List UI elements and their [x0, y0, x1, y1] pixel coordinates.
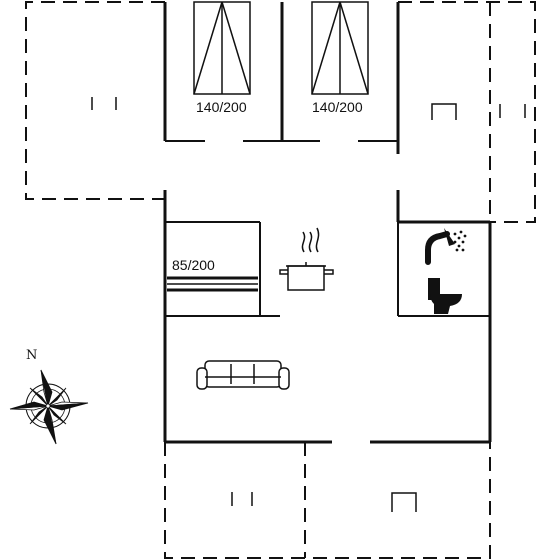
- double-bed-2: 140/200: [311, 1, 369, 115]
- single-bed: 85/200: [167, 257, 258, 292]
- toilet-icon: [428, 278, 462, 314]
- window-marker-icon: [391, 492, 417, 512]
- compass-rose-icon: [9, 369, 89, 445]
- north-label: N: [26, 348, 37, 363]
- bed-size-label: 85/200: [172, 257, 215, 273]
- bed-size-label: 140/200: [312, 99, 363, 115]
- terrace-chair-icon: [499, 104, 526, 118]
- bed-size-label: 140/200: [196, 99, 247, 115]
- terrace-chair-icon: [91, 97, 117, 110]
- terrace-west: [25, 1, 165, 200]
- walls: [163, 2, 492, 444]
- terrace-outlines: [25, 1, 536, 559]
- window-marker-icon: [431, 103, 457, 120]
- double-bed-1: 140/200: [193, 1, 251, 115]
- double-bed-icon: [193, 1, 251, 95]
- double-bed-icon: [311, 1, 369, 95]
- cooking-pot-icon: [279, 227, 334, 291]
- terrace-chair-icon: [231, 492, 253, 506]
- single-bed-icon: [167, 276, 258, 292]
- shower-icon: [425, 228, 467, 265]
- terrace-south: [164, 442, 491, 559]
- sofa-icon: [196, 360, 290, 390]
- compass-rose: N: [9, 348, 89, 445]
- terrace-east: [398, 1, 536, 223]
- interior-lines: [165, 140, 490, 317]
